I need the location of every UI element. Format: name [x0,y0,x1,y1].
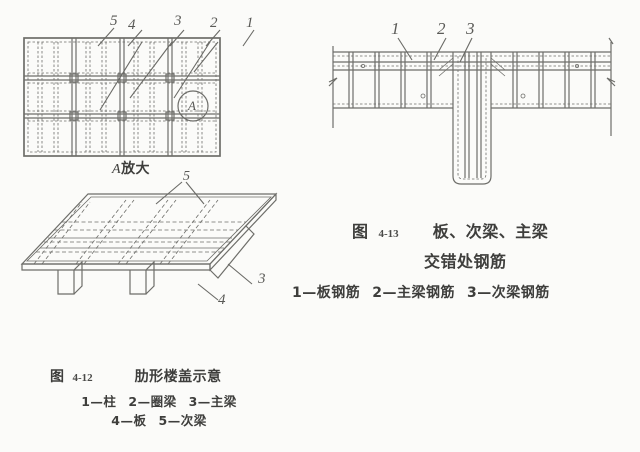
rebar-intersection-view [327,36,617,188]
plan-label-3: 3 [174,13,182,29]
plan-label-1: 1 [246,15,254,31]
iso-leader-4 [196,282,232,306]
plan-view-diagonal-leaders [22,36,232,166]
iso-leader-3 [226,262,266,288]
figure-412-number: 4-12 [72,372,93,384]
figure-412-legend: 1—柱 2—圈梁 3—主梁 4—板 5—次梁 [34,392,284,431]
detail-enlarge-caption: A放大 [112,158,150,178]
figure-413-legend: 1—板钢筋 2—主梁钢筋 3—次梁钢筋 [292,282,636,302]
legend-412-line-1: 1—柱 2—圈梁 3—主梁 [34,392,284,411]
detail-enlarge-text: 放大 [121,161,151,177]
rebar-label-3: 3 [466,19,475,38]
figure-412-fig-word: 图 [50,369,65,385]
iso-leader-5 [150,178,220,208]
legend-413-item-3: 3—次梁钢筋 [467,285,550,301]
figure-413-caption: 图 4-13 板、次梁、主梁 交错处钢筋 [352,218,622,272]
figure-413-fig-word: 图 [352,222,369,241]
legend-412-item-3: 3—主梁 [188,394,237,409]
legend-412-line-2: 4—板 5—次梁 [34,411,284,430]
plan-label-2: 2 [210,15,218,31]
detail-enlarge-letter: A [112,162,122,177]
ribbed-slab-plan-view: A [22,36,222,158]
legend-413-item-2: 2—主梁钢筋 [372,285,455,301]
legend-412-item-2: 2—圈梁 [128,394,177,409]
figure-413-title-line-2: 交错处钢筋 [424,252,507,271]
detail-callout-circle [177,90,209,122]
legend-412-item-1: 1—柱 [81,394,117,409]
plan-view-label-group: 5 4 3 2 1 [88,13,258,50]
legend-412-item-5: 5—次梁 [158,413,207,429]
legend-413-item-1: 1—板钢筋 [292,285,361,301]
figure-412-caption: 图 4-12 肋形楼盖示意 [50,366,290,386]
iso-label-3: 3 [258,271,266,287]
detail-callout-label: A [188,98,196,113]
plan-label-4: 4 [128,17,136,33]
rebar-leader-group [380,34,500,64]
figure-412-title: 肋形楼盖示意 [134,369,222,385]
plan-label-5: 5 [110,13,118,29]
iso-label-4: 4 [218,292,226,308]
figure-413-title-line-1: 板、次梁、主梁 [432,222,549,241]
ribbed-slab-isometric-view [18,186,283,331]
figure-413-number: 4-13 [378,228,399,240]
legend-412-item-4: 4—板 [111,413,147,429]
iso-label-5: 5 [183,169,190,184]
rebar-label-2: 2 [437,19,446,38]
rebar-label-1: 1 [391,19,400,38]
